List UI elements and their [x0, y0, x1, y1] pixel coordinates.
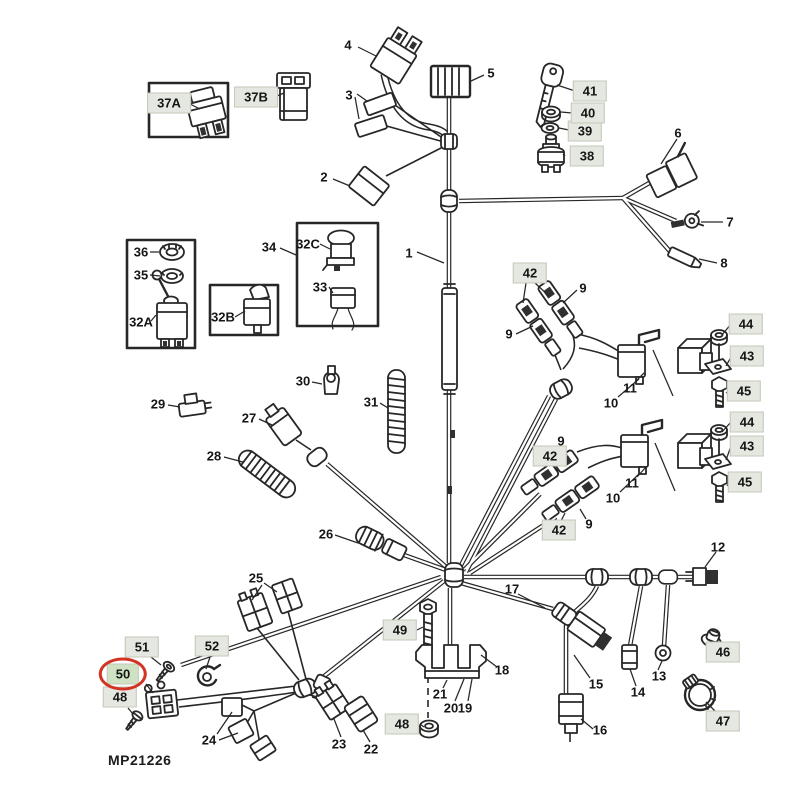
grommet-upper-chain: [549, 378, 573, 400]
harness-wires: [176, 73, 693, 742]
frame-32a: [125, 238, 197, 350]
screw-51: [155, 660, 176, 683]
push-switch-32c: [322, 229, 355, 271]
connector-4: [369, 26, 423, 85]
connector-5: [429, 64, 472, 99]
conduit-28: [237, 449, 297, 499]
conduit-31: [387, 369, 406, 454]
key-41: [535, 62, 564, 128]
branch-wires: [176, 102, 624, 742]
relay-11-upper: [617, 328, 661, 385]
grommet-right-2: [629, 568, 653, 586]
trunk-sleeve: [441, 283, 458, 494]
connector-25b: [271, 577, 303, 615]
hub-grommet: [444, 562, 464, 588]
grommet-27: [306, 446, 328, 468]
ring-terminal-13: [654, 644, 672, 662]
terminal-3a: [363, 91, 397, 117]
screw-48: [125, 710, 144, 731]
ignition-switch-38: [537, 133, 565, 173]
grommet-46: [700, 628, 722, 650]
washer-35: [160, 268, 184, 284]
washer-39: [540, 122, 560, 134]
connector-2: [348, 165, 390, 207]
grommet-top: [440, 189, 458, 213]
rocker-switch-32b: [243, 283, 271, 334]
connector-23: [313, 679, 351, 721]
frame-32c-33: [295, 221, 380, 328]
relay-11-lower: [620, 418, 664, 475]
fuse-chain-upper-left: [515, 298, 562, 357]
bolt-49: [419, 598, 437, 651]
terminal-3b: [354, 114, 388, 138]
relay-bracket-assembly-lower: [677, 424, 732, 503]
connector-6: [645, 141, 698, 198]
fuse-chain-upper-right: [537, 280, 584, 339]
fuse-37a: [186, 86, 227, 140]
fuse-chain-lower-left: [520, 449, 579, 496]
harness-parts: [125, 26, 732, 762]
grommet-right-3: [657, 569, 679, 585]
sleeve-14: [621, 644, 638, 670]
connector-37b: [276, 72, 311, 121]
ring-terminal-7: [670, 210, 705, 229]
clip-29: [177, 392, 213, 418]
nut-36: [159, 243, 185, 261]
connector-17: [551, 601, 613, 651]
part-code: MP21226: [108, 752, 172, 768]
frame-32b: [208, 283, 280, 337]
clamp-52: [196, 663, 222, 687]
connector-25a: [236, 587, 274, 632]
connector-26: [355, 525, 408, 562]
nut-40: [541, 105, 561, 123]
nut-48: [419, 719, 439, 739]
connector-27: [264, 402, 303, 447]
fuse-holder-16: [558, 693, 584, 734]
junction-node: [440, 133, 458, 150]
toggle-switch-32a: [151, 269, 188, 348]
switch-50: [143, 680, 179, 720]
clamp-30: [323, 365, 340, 395]
connector-group-24: [221, 697, 277, 762]
connector-33: [330, 287, 356, 331]
grommet-right-1: [585, 568, 609, 586]
relay-bracket-assembly-upper: [677, 329, 732, 408]
fuse-chain-lower-right: [541, 475, 600, 522]
connector-22: [343, 695, 379, 733]
bracket-18: [415, 644, 487, 679]
blade-terminal-8: [667, 246, 703, 269]
hose-clamp-47: [682, 673, 717, 712]
connector-12: [685, 567, 718, 586]
